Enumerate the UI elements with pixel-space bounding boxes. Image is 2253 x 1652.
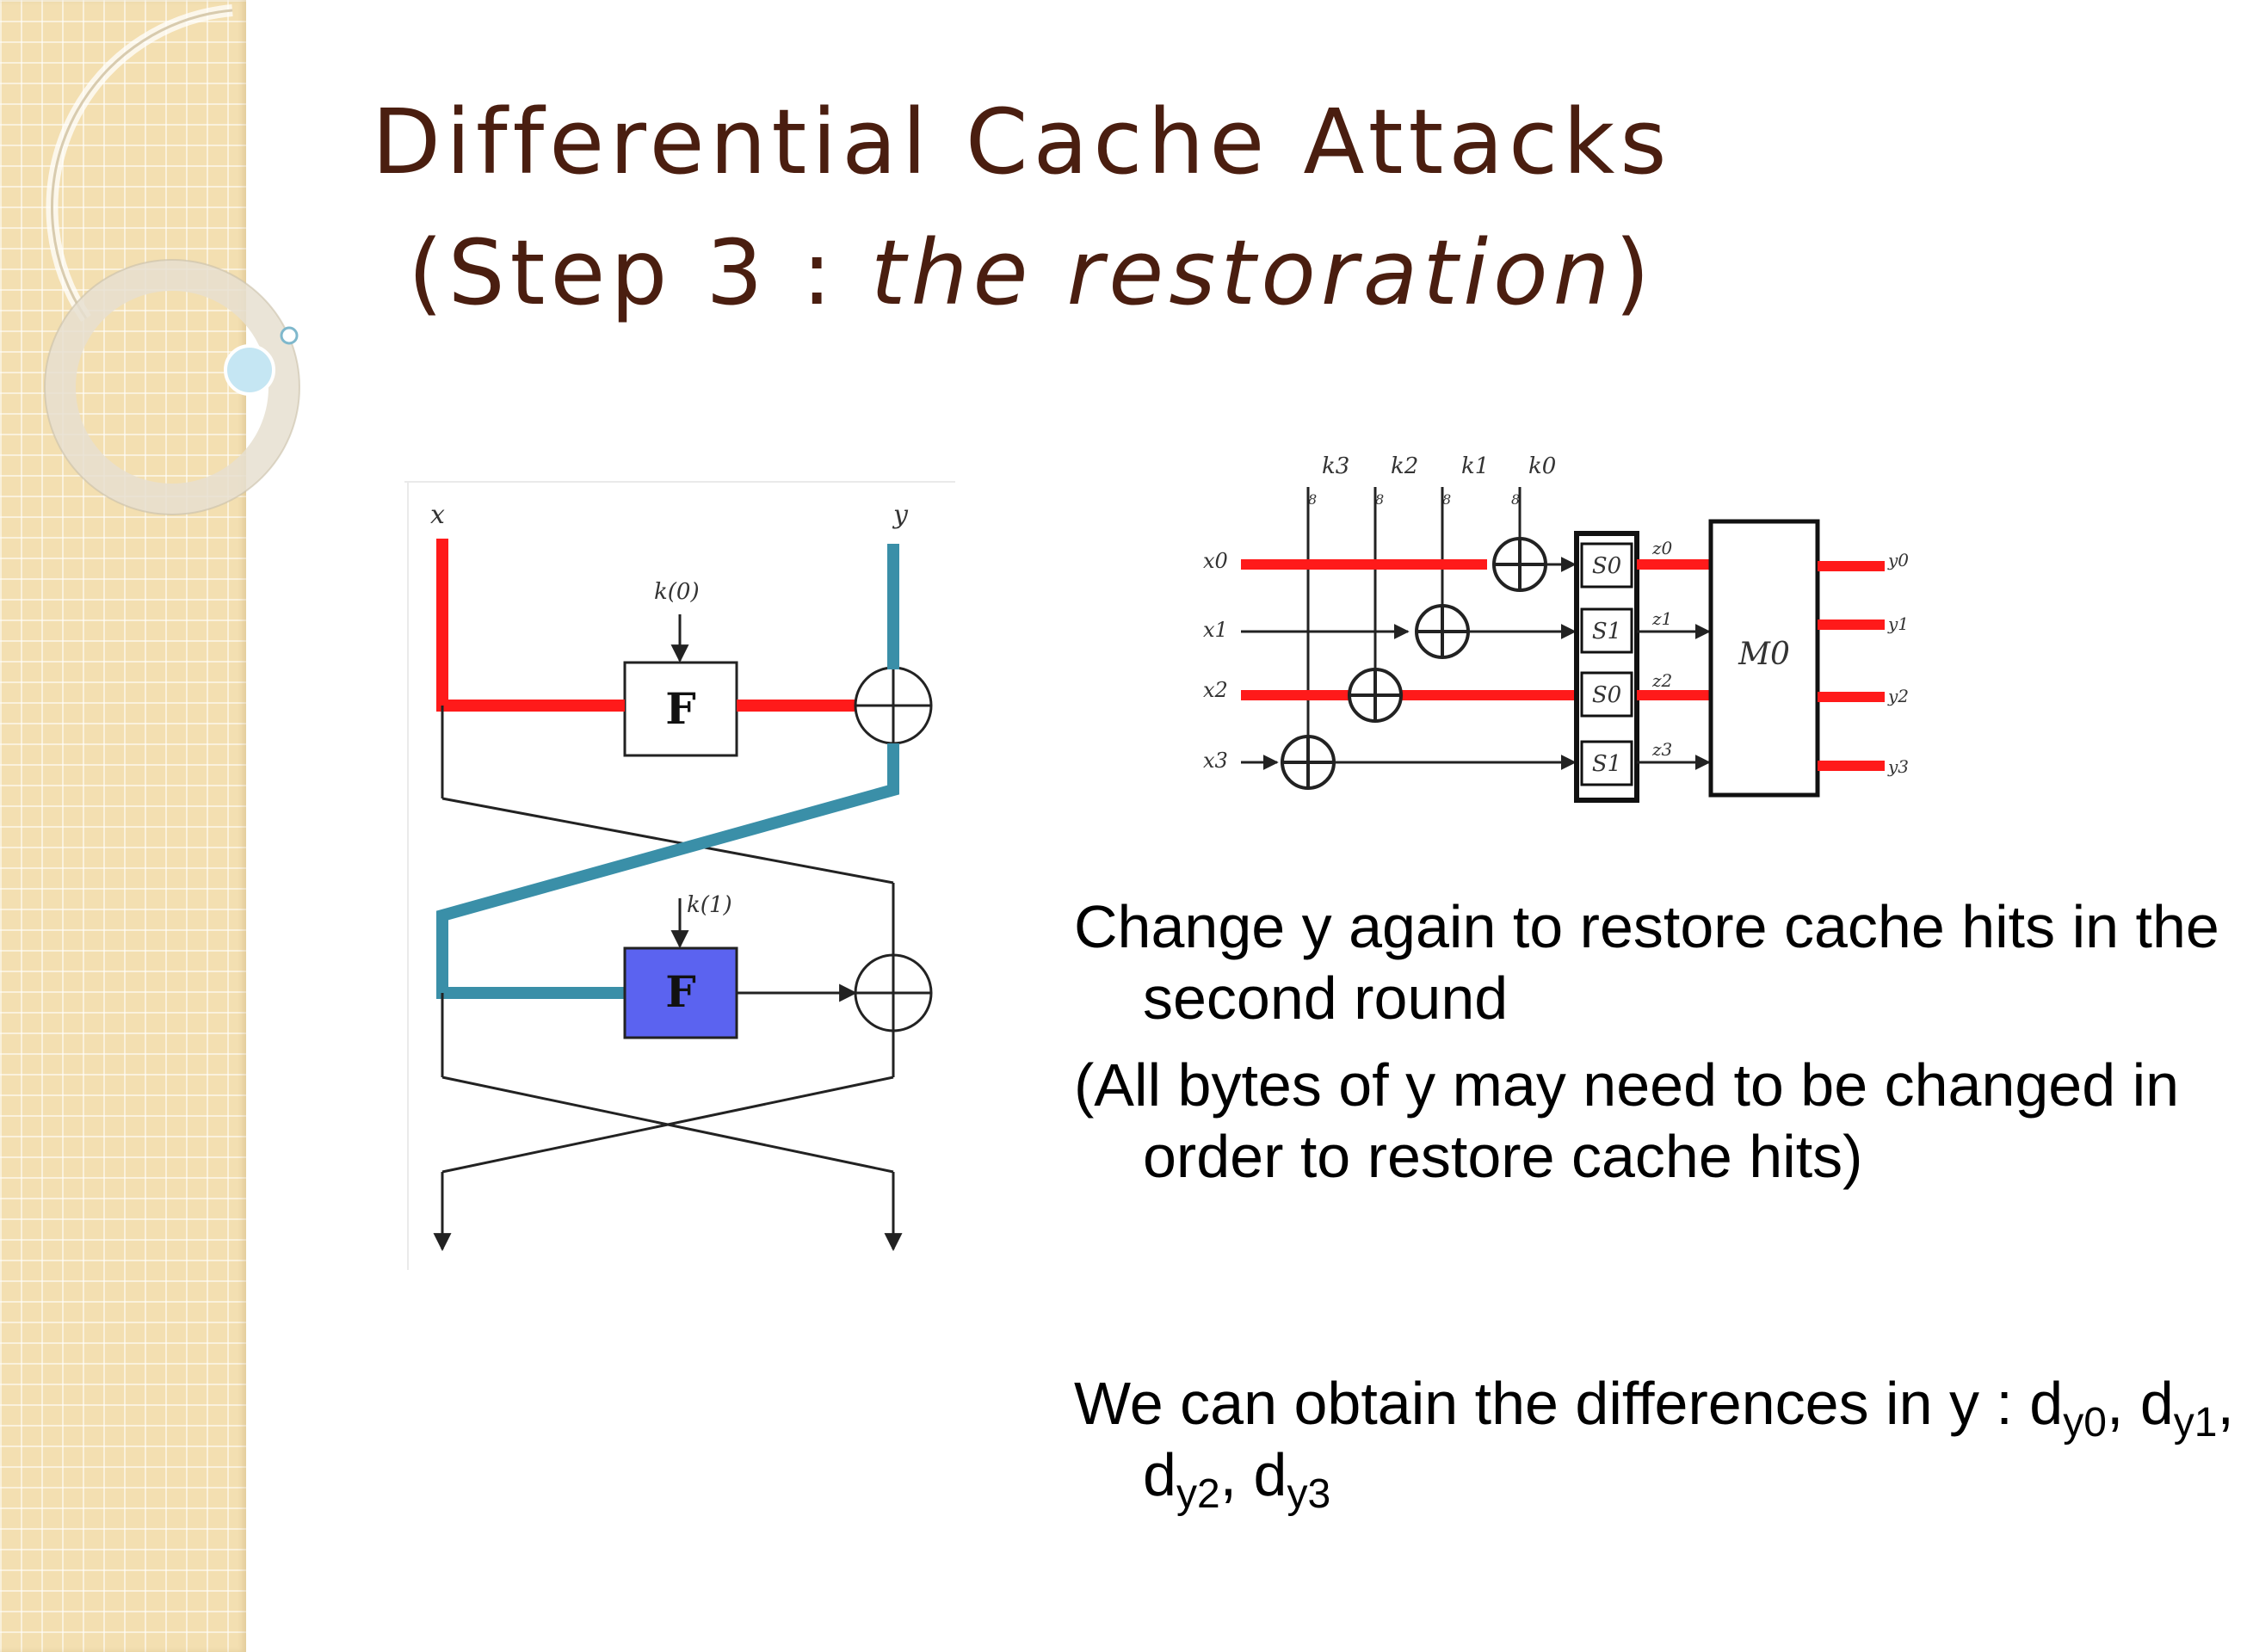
key-k1-label: k(1) (687, 892, 732, 918)
subtitle-close: ) (1614, 220, 1656, 325)
sbox-s0-top (1580, 542, 1633, 589)
input-label-x0: x0 (1203, 549, 1228, 573)
output-label-y1: y1 (1887, 613, 1909, 634)
z-label-0: z0 (1651, 538, 1673, 558)
subtitle-italic: the restoration (870, 220, 1615, 325)
explanation-restore: Change y again to restore cache hits in … (1074, 893, 2219, 1032)
mix-box-m0 (1708, 519, 1820, 798)
diff-sub-y0: y0 (2063, 1400, 2107, 1446)
key-label-k2: k2 (1391, 453, 1418, 479)
diff-sub-y3: y3 (1287, 1471, 1331, 1517)
bus-width-k3: 8 (1308, 491, 1317, 508)
input-y-label: y (892, 500, 909, 530)
explanation-all-bytes: (All bytes of y may need to be changed i… (1074, 1051, 2180, 1190)
key-label-k3: k3 (1322, 453, 1349, 479)
decorative-small-dot (280, 326, 299, 345)
mix-label: M0 (1738, 637, 1790, 672)
cross-line-1 (441, 797, 894, 885)
key-k0-label: k(0) (654, 579, 700, 605)
slide-title: Differential Cache Attacks (372, 89, 1672, 194)
f-box-round0 (623, 661, 738, 757)
feistel-network-diagram: x y k(0) F k(1) F (404, 481, 955, 1270)
sbox-label-1: S0 (1592, 553, 1621, 579)
sbox-s1-bottom (1580, 740, 1633, 786)
output-label-y2: y2 (1887, 686, 1909, 706)
bus-width-k0: 8 (1511, 491, 1520, 508)
slide-subtitle: (Step 3 : the restoration) (408, 220, 1655, 325)
cross-line-3 (441, 1076, 894, 1174)
z-label-1: z1 (1651, 608, 1672, 629)
differences-prefix: We can obtain the differences in y : (1074, 1370, 2030, 1437)
bus-width-k1: 8 (1442, 491, 1451, 508)
z-label-3: z3 (1651, 739, 1672, 760)
diff-sub-y2: y2 (1176, 1471, 1220, 1517)
sbox-s1-top (1580, 607, 1633, 654)
z-label-2: z2 (1651, 670, 1672, 691)
decorative-ring (45, 260, 299, 515)
round-function-diagram: k3 k2 k1 k0 8 8 8 8 x0 x1 x2 x3 S0 S1 S0… (1203, 453, 1909, 803)
input-label-x2: x2 (1203, 678, 1228, 702)
teal-path-cross (436, 743, 899, 999)
input-x-label: x (430, 500, 445, 530)
bus-width-k2: 8 (1375, 491, 1384, 508)
key-label-k1: k1 (1461, 453, 1489, 479)
decorative-ring-outline (44, 259, 300, 515)
decorative-dot (224, 344, 275, 396)
sbox-label-3: S0 (1592, 682, 1621, 708)
f-label-round0: F (665, 683, 696, 734)
input-label-x3: x3 (1203, 749, 1228, 773)
decorative-arc-outline (50, 9, 233, 319)
f-label-round1: F (665, 966, 696, 1017)
red-path-x (436, 539, 625, 712)
key-label-k0: k0 (1528, 453, 1556, 479)
explanation-differences: We can obtain the differences in y : dy0… (1074, 1370, 2234, 1517)
output-label-y3: y3 (1887, 756, 1909, 777)
decorative-rings (44, 4, 300, 515)
output-label-y0: y0 (1887, 550, 1909, 570)
sbox-s0-bottom (1580, 671, 1633, 718)
sbox-label-4: S1 (1592, 751, 1621, 777)
sbox-label-2: S1 (1592, 619, 1621, 644)
diff-sub-y1: y1 (2173, 1400, 2218, 1446)
subtitle-open: (Step 3 : (408, 220, 871, 325)
input-label-x1: x1 (1203, 618, 1228, 642)
